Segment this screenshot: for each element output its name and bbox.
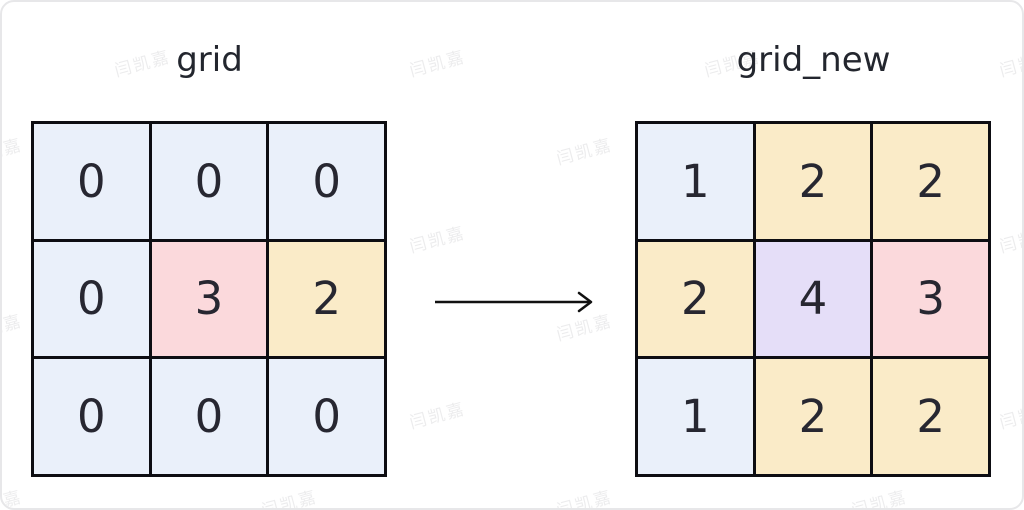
- watermark-text: 闫凯嘉: [997, 47, 1024, 82]
- grid-cell: 1: [638, 124, 753, 239]
- grid-cell: 0: [34, 124, 149, 239]
- grid-cell: 4: [755, 241, 871, 357]
- watermark-text: 闫凯嘉: [407, 223, 468, 258]
- grid-cell: 0: [34, 241, 149, 357]
- grid-cell: 0: [269, 359, 384, 474]
- grid-cell: 0: [34, 359, 149, 474]
- transform-arrow-icon: [435, 291, 593, 313]
- grid-cell: 0: [151, 124, 267, 239]
- grid-cell: 2: [755, 359, 871, 474]
- watermark-text: 闫凯嘉: [554, 487, 615, 510]
- grid-cell: 2: [873, 359, 988, 474]
- grid-cell: 1: [638, 359, 753, 474]
- grid-cell: 2: [638, 241, 753, 357]
- left-grid-title: grid: [176, 40, 243, 80]
- watermark-text: 闫凯嘉: [0, 135, 25, 170]
- grid-cell: 0: [269, 124, 384, 239]
- watermark-text: 闫凯嘉: [259, 487, 320, 510]
- watermark-text: 闫凯嘉: [554, 135, 615, 170]
- right-grid-title: grid_new: [736, 40, 891, 80]
- grid-cell: 2: [873, 124, 988, 239]
- watermark-text: 闫凯嘉: [997, 223, 1024, 258]
- watermark-text: 闫凯嘉: [0, 487, 25, 510]
- watermark-text: 闫凯嘉: [997, 399, 1024, 434]
- grid-cell: 0: [151, 359, 267, 474]
- grid-cell: 3: [873, 241, 988, 357]
- watermark-text: 闫凯嘉: [0, 311, 25, 346]
- watermark-text: 闫凯嘉: [849, 487, 910, 510]
- grid-cell: 2: [269, 241, 384, 357]
- watermark-text: 闫凯嘉: [407, 399, 468, 434]
- watermark-text: 闫凯嘉: [407, 47, 468, 82]
- grid-cell: 2: [755, 124, 871, 239]
- grid-cell: 3: [151, 241, 267, 357]
